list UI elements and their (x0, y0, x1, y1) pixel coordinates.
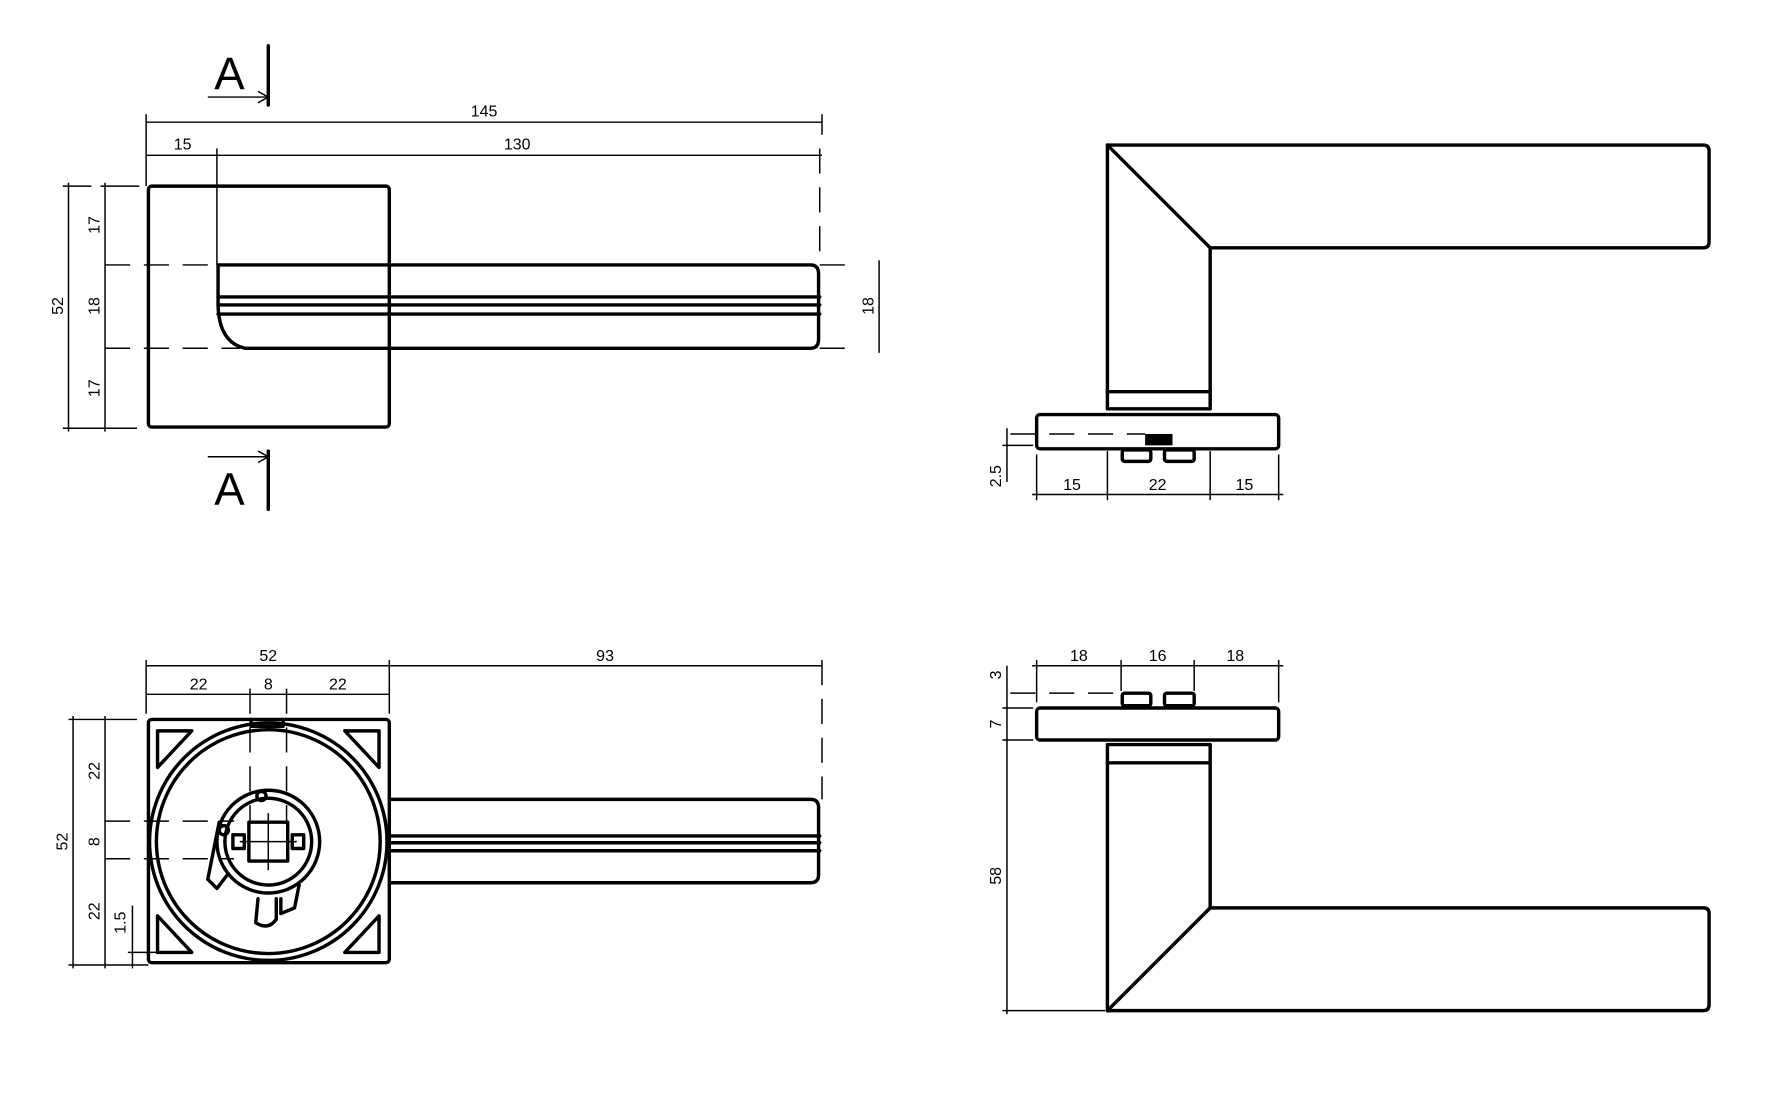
rose-profile (1034, 706, 1281, 742)
spring-tab (279, 883, 301, 916)
spring-tab (1162, 448, 1196, 464)
dim-17-upper: 17 (86, 216, 103, 234)
side-view-bottom: 18 16 18 3 7 58 (988, 648, 1711, 1015)
dim-145: 145 (471, 103, 498, 120)
dim-18-right: 18 (860, 297, 877, 315)
dim-15-right: 15 (1236, 477, 1254, 494)
dim-58: 58 (988, 867, 1005, 885)
pin (217, 823, 231, 837)
rose-ring-outer (147, 721, 389, 963)
dim-22-lower: 22 (86, 902, 103, 920)
dim-22-right: 22 (329, 677, 347, 694)
pin (255, 789, 268, 803)
dim-7: 7 (988, 719, 1005, 728)
notch (249, 717, 285, 729)
corner-triangle (155, 914, 194, 955)
dim-18-left: 18 (1070, 648, 1088, 665)
spring-tab (1162, 691, 1196, 708)
section-marker-bottom: A (214, 464, 245, 515)
dim-8-vertical: 8 (86, 837, 103, 846)
dim-15-left: 15 (1063, 477, 1081, 494)
side-view-top: 2.5 15 22 15 (988, 143, 1711, 501)
dim-16: 16 (1149, 648, 1167, 665)
spring-clip (1145, 433, 1173, 446)
spindle-hub (223, 796, 314, 887)
dim-18-right: 18 (1226, 648, 1244, 665)
corner-triangle (155, 729, 194, 770)
lever-profile (1105, 143, 1711, 411)
spring-tab (254, 897, 278, 928)
rose-ring-inner (154, 728, 382, 956)
lever (387, 797, 821, 885)
miter-line (1105, 906, 1212, 1013)
lever-profile (1105, 742, 1711, 1013)
dim-130: 130 (504, 137, 531, 154)
miter-line (1105, 143, 1212, 250)
front-view: 145 15 130 52 17 18 17 18 A A (50, 43, 880, 515)
dim-22-left: 22 (190, 677, 208, 694)
dim-15: 15 (174, 137, 192, 154)
section-marker-top: A (214, 48, 245, 99)
lever (216, 263, 821, 351)
lug (290, 833, 306, 851)
dim-52-width: 52 (259, 648, 277, 665)
dim-22: 22 (1149, 477, 1167, 494)
dim-1-5: 1.5 (113, 911, 130, 933)
dim-3: 3 (988, 670, 1005, 679)
dim-52: 52 (50, 297, 67, 315)
dim-8: 8 (264, 677, 273, 694)
dim-93: 93 (596, 648, 614, 665)
dim-52-height: 52 (54, 833, 71, 851)
spring-tab (1120, 691, 1153, 708)
spring-tab (1120, 448, 1153, 464)
dim-18: 18 (86, 297, 103, 315)
rear-view: 52 93 22 8 22 52 22 8 22 1.5 (54, 648, 823, 969)
corner-triangle (343, 729, 381, 770)
corner-triangle (343, 914, 381, 955)
dim-2-5: 2.5 (988, 465, 1005, 487)
spring-arm (206, 820, 231, 891)
rose-profile (1034, 412, 1281, 451)
dim-22-upper: 22 (86, 762, 103, 780)
dim-17-lower: 17 (86, 379, 103, 397)
lug (231, 833, 247, 851)
